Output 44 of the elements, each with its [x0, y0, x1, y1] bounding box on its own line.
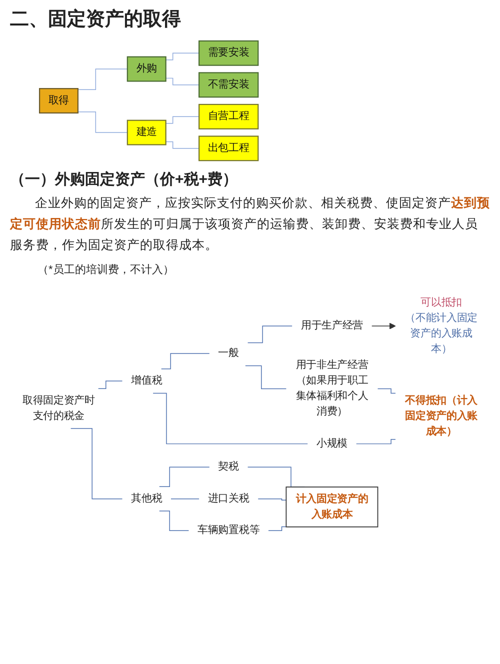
node-box: 外购 [126, 56, 166, 82]
connector [98, 380, 123, 389]
connector [356, 438, 396, 444]
connector [78, 112, 128, 133]
connector [159, 510, 190, 531]
connector [152, 392, 308, 444]
connector [165, 78, 200, 86]
page-title: 二、固定资产的取得 [10, 8, 181, 32]
arrow [371, 322, 396, 330]
node-text: 一般 [218, 348, 239, 360]
node-text: 小规模 [316, 438, 348, 450]
node-text: 用于生产经营 [300, 320, 363, 332]
connector [78, 68, 128, 90]
node-text: 车辆购置税等 [198, 525, 260, 536]
connector [258, 498, 287, 501]
connector [165, 52, 200, 60]
node-text: 用于非生产经营 （如果用于职工集体福利和个人消费） [296, 360, 368, 418]
section-heading: （一）外购固定资产（价+税+费） [10, 170, 238, 189]
node-text: 其他税 [131, 493, 162, 504]
node-box: 建造 [126, 120, 166, 146]
node-text: 进口关税 [208, 493, 250, 504]
node-text: 不得抵扣（计入固定资产的入账成本） [405, 395, 478, 438]
connector [160, 353, 210, 370]
node-text: 取得固定资产时支付的税金 [22, 395, 95, 422]
node-text: 契税 [218, 462, 239, 473]
node-box: 出包工程 [198, 136, 259, 162]
connector [245, 365, 287, 390]
connector [170, 498, 200, 500]
connector [268, 526, 287, 531]
node-text: 可以抵扣 （不能计入固定资产的入账成本） [405, 297, 478, 355]
connector [247, 326, 292, 344]
connector [165, 116, 200, 124]
footnote: （*员工的培训费，不计入） [38, 262, 174, 278]
connector [70, 428, 123, 500]
node-box: 计入固定资产的入账成本 [286, 486, 378, 528]
node-box: 不需安装 [198, 72, 259, 98]
node-text: 增值税 [131, 376, 162, 387]
connector [377, 388, 396, 394]
body-paragraph: 企业外购的固定资产，应按实际支付的购买价款、相关税费、使固定资产达到预定可使用状态前所发生的可归属于该项资产的运输费、装卸费、安装费和专业人员服务费，作为固定资产的取得成本。 [10, 194, 490, 254]
node-box: 自营工程 [198, 104, 259, 130]
node-box: 取得 [38, 88, 78, 114]
connector [159, 466, 210, 487]
node-box: 需要安装 [198, 40, 259, 66]
connector [165, 141, 200, 149]
